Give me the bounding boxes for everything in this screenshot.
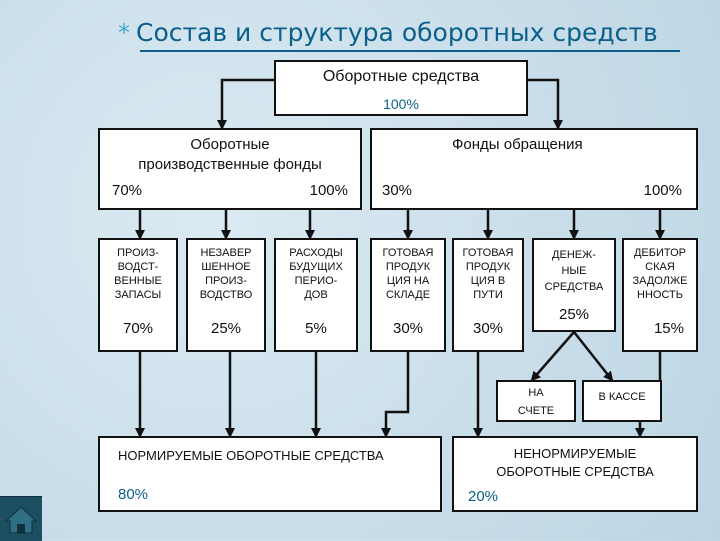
item-label-line1: ГОТОВАЯ (382, 247, 434, 259)
item-label-line3: ЦИЯ НА (386, 275, 430, 287)
account-label-line2: СЧЕТЕ (517, 405, 555, 417)
home-button[interactable] (0, 496, 42, 541)
circulation-label: Фонды обращения (452, 136, 583, 153)
cash-box: В КАССЕ (582, 380, 662, 422)
root-label: Оборотные средства (322, 68, 480, 85)
item-label-line4: ННОСТЬ (637, 289, 683, 301)
item-label-line2: НЫЕ (561, 265, 587, 277)
title-underline (140, 50, 680, 52)
production-right-percent: 100% (309, 182, 348, 199)
production-label-line2: производственные фонды (138, 156, 322, 173)
normed-percent: 80% (118, 486, 149, 503)
item-label-line3: ЦИЯ В (470, 275, 506, 287)
item-cash-funds: ДЕНЕЖ- НЫЕ СРЕДСТВА 25% (532, 238, 616, 332)
unnormed-label-line2: ОБОРОТНЫЕ СРЕДСТВА (496, 464, 654, 479)
connector-money-cash (573, 331, 614, 382)
item-label-line1: ПРОИЗ- (117, 247, 159, 259)
item-percent: 25% (558, 306, 590, 323)
item-label-line2: ШЕННОЕ (201, 261, 251, 273)
item-percent: 25% (210, 320, 242, 337)
item-production-stocks: ПРОИЗ- ВОДСТ- ВЕННЫЕ ЗАПАСЫ 70% (98, 238, 178, 352)
item-finished-goods-transit: ГОТОВАЯ ПРОДУК ЦИЯ В ПУТИ 30% (452, 238, 524, 352)
normed-label: НОРМИРУЕМЫЕ ОБОРОТНЫЕ СРЕДСТВА (118, 448, 384, 463)
item-receivables: ДЕБИТОР СКАЯ ЗАДОЛЖЕ ННОСТЬ 15% (622, 238, 698, 352)
item-label-line4: ПУТИ (473, 289, 503, 301)
item-label-line2: ВОДСТ- (117, 261, 159, 273)
item-label-line3: ПЕРИО- (294, 275, 338, 287)
item-percent: 30% (392, 320, 424, 337)
item-percent: 30% (472, 320, 504, 337)
unnormed-percent: 20% (468, 488, 499, 505)
normed-box: НОРМИРУЕМЫЕ ОБОРОТНЫЕ СРЕДСТВА 80% (98, 436, 442, 512)
root-box: Оборотные средства 100% (274, 60, 528, 116)
item-label-line1: ГОТОВАЯ (462, 247, 514, 259)
item-label-line1: ДЕНЕЖ- (552, 249, 596, 261)
item-label-line1: ДЕБИТОР (633, 247, 687, 259)
home-icon (4, 506, 38, 534)
item-label-line3: ПРОИЗ- (205, 275, 247, 287)
unnormed-label-line1: НЕНОРМИРУЕМЫЕ (513, 446, 637, 461)
item-label-line1: РАСХОДЫ (289, 247, 343, 259)
item-deferred-expenses: РАСХОДЫ БУДУЩИХ ПЕРИО- ДОВ 5% (274, 238, 358, 352)
production-label-line1: Оборотные (190, 136, 270, 153)
connector-money-account (530, 331, 575, 382)
production-left-percent: 70% (112, 182, 143, 199)
item-label-line3: ЗАДОЛЖЕ (632, 275, 688, 287)
bullet-star-icon: * (118, 19, 130, 47)
item-label-line2: СКАЯ (645, 261, 675, 273)
item-label-line4: ВОДСТВО (199, 289, 253, 301)
item-label-line3: СРЕДСТВА (544, 281, 604, 293)
item-label-line4: ДОВ (304, 289, 328, 301)
unnormed-box: НЕНОРМИРУЕМЫЕ ОБОРОТНЫЕ СРЕДСТВА 20% (452, 436, 698, 512)
connector-root-right (528, 78, 563, 130)
item-label-line3: ВЕННЫЕ (114, 275, 162, 287)
connector-root-left (217, 78, 274, 130)
item-label-line4: ЗАПАСЫ (114, 289, 162, 301)
circulation-box: Фонды обращения 30% 100% (370, 128, 698, 210)
item-percent: 5% (305, 320, 327, 337)
item-label-line4: СКЛАДЕ (385, 289, 431, 301)
cash-label: В КАССЕ (598, 391, 646, 403)
circulation-right-percent: 100% (643, 182, 682, 199)
item-percent: 15% (653, 320, 684, 337)
item-percent: 70% (122, 320, 154, 337)
item-label-line2: ПРОДУК (385, 261, 431, 273)
page-title: *Состав и структура оборотных средств (118, 18, 658, 47)
item-finished-goods-warehouse: ГОТОВАЯ ПРОДУК ЦИЯ НА СКЛАДЕ 30% (370, 238, 446, 352)
item-label-line2: БУДУЩИХ (289, 261, 343, 273)
account-box: НА СЧЕТЕ (496, 380, 576, 422)
item-label-line2: ПРОДУК (465, 261, 511, 273)
account-label-line1: НА (528, 387, 544, 399)
connector-item4-normed (381, 352, 410, 438)
item-work-in-progress: НЕЗАВЕР ШЕННОЕ ПРОИЗ- ВОДСТВО 25% (186, 238, 266, 352)
item-label-line1: НЕЗАВЕР (200, 247, 252, 259)
production-box: Оборотные производственные фонды 70% 100… (98, 128, 362, 210)
title-text: Состав и структура оборотных средств (136, 18, 658, 47)
circulation-left-percent: 30% (382, 182, 413, 199)
root-percent: 100% (383, 96, 419, 112)
